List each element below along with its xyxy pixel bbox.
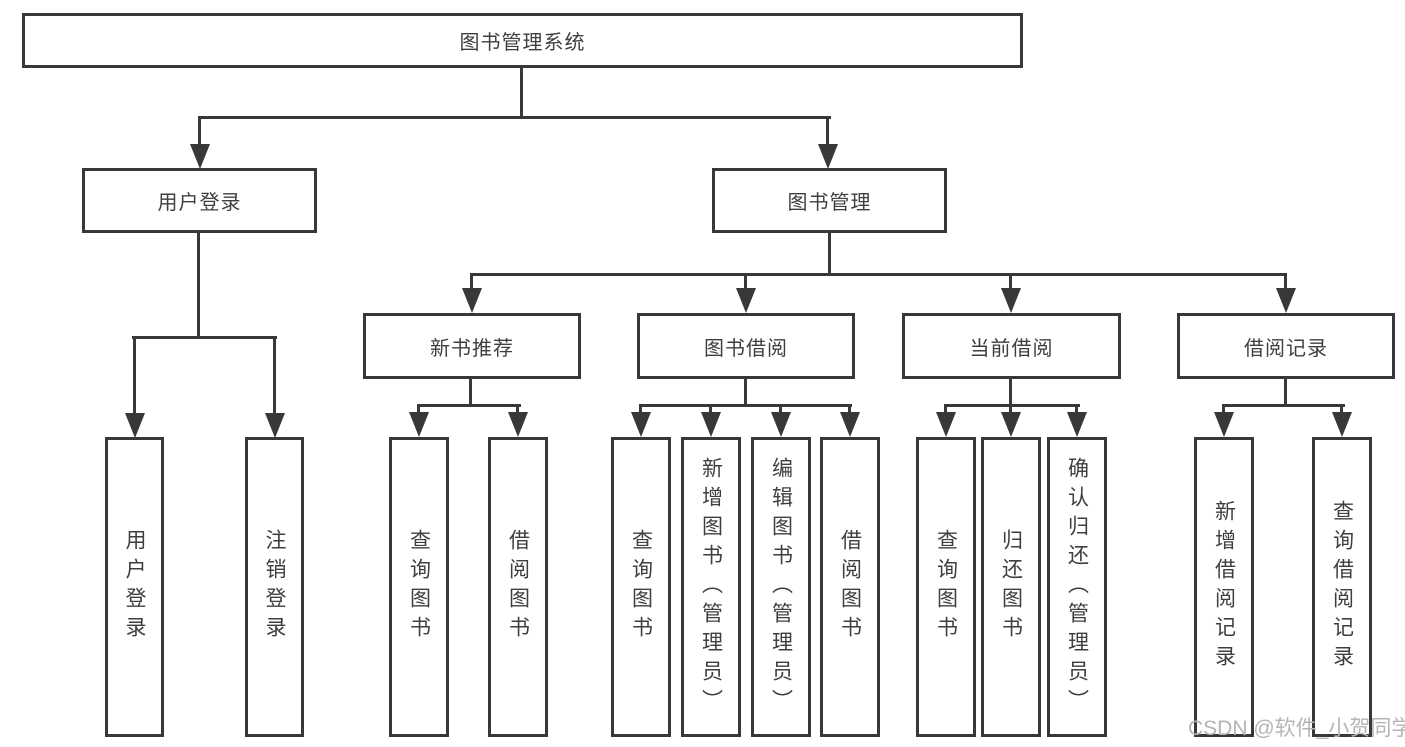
connector-arrow-line: [516, 406, 519, 416]
node-current-borrow: 当前借阅: [902, 313, 1121, 379]
leaf-search-book: 查询图书: [916, 437, 976, 737]
connector-branch: [1222, 404, 1345, 407]
arrow-down-icon: [631, 412, 651, 437]
connector-root-stem: [520, 67, 523, 118]
leaf-search-book: 查询图书: [611, 437, 671, 737]
leaf-search-borrow-record: 查询借阅记录: [1312, 437, 1372, 737]
connector-arrow-line: [1222, 406, 1225, 416]
connector-arrow-line: [1284, 275, 1287, 290]
leaf-label: 借阅图书: [506, 529, 530, 645]
node-label: 借阅记录: [1244, 337, 1328, 360]
connector-arrow-line: [198, 118, 201, 146]
leaf-add-borrow-record: 新增借阅记录: [1194, 437, 1254, 737]
connector-root-branch: [198, 116, 831, 119]
connector-arrow-line: [779, 406, 782, 416]
connector-arrow-line: [1009, 275, 1012, 290]
connector-stem: [744, 378, 747, 406]
connector-branch: [470, 273, 1287, 276]
connector-branch: [944, 404, 1080, 407]
connector-arrow-line: [273, 338, 276, 416]
arrow-down-icon: [1067, 412, 1087, 437]
arrow-down-icon: [265, 413, 285, 438]
node-root: 图书管理系统: [22, 13, 1023, 68]
leaf-return-book: 归还图书: [981, 437, 1041, 737]
leaf-borrow-book: 借阅图书: [488, 437, 548, 737]
arrow-down-icon: [936, 412, 956, 437]
node-root-label: 图书管理系统: [459, 32, 586, 54]
connector-arrow-line: [1009, 406, 1012, 416]
connector-arrow-line: [709, 406, 712, 416]
leaf-label: 查询借阅记录: [1330, 500, 1354, 674]
node-label: 图书借阅: [704, 337, 788, 360]
leaf-label: 新增图书（管理员）: [699, 456, 723, 718]
leaf-label: 新增借阅记录: [1212, 500, 1236, 674]
connector-stem: [1284, 378, 1287, 406]
connector-arrow-line: [133, 338, 136, 416]
leaf-borrow-book: 借阅图书: [820, 437, 880, 737]
leaf-label: 确认归还（管理员）: [1065, 456, 1089, 718]
connector-arrow-line: [826, 118, 829, 146]
leaf-confirm-return-admin: 确认归还（管理员）: [1047, 437, 1107, 737]
arrow-down-icon: [771, 412, 791, 437]
leaf-label: 查询图书: [629, 529, 653, 645]
connector-arrow-line: [848, 406, 851, 416]
connector-arrow-line: [470, 275, 473, 290]
arrow-down-icon: [1001, 412, 1021, 437]
node-label: 图书管理: [787, 192, 872, 214]
node-label: 用户登录: [157, 192, 242, 214]
arrow-down-icon: [508, 412, 528, 437]
node-label: 新书推荐: [430, 337, 514, 360]
leaf-label: 查询图书: [934, 529, 958, 645]
connector-stem: [469, 378, 472, 406]
connector-arrow-line: [1075, 406, 1078, 416]
connector-stem: [1009, 378, 1012, 406]
arrow-down-icon: [190, 144, 210, 169]
node-book-management: 图书管理: [712, 168, 947, 233]
arrow-down-icon: [840, 412, 860, 437]
leaf-user-login: 用户登录: [105, 437, 164, 737]
leaf-label: 借阅图书: [838, 529, 862, 645]
leaf-label: 用户登录: [123, 529, 147, 645]
connector-arrow-line: [744, 275, 747, 290]
csdn-watermark: CSDN @软件_小贺同学: [1188, 717, 1405, 740]
leaf-add-book-admin: 新增图书（管理员）: [681, 437, 741, 737]
connector-branch: [132, 336, 277, 339]
leaf-edit-book-admin: 编辑图书（管理员）: [751, 437, 811, 737]
arrow-down-icon: [701, 412, 721, 437]
connector-branch: [639, 404, 852, 407]
connector-stem: [197, 232, 200, 338]
arrow-down-icon: [1332, 412, 1352, 437]
node-new-book-recommend: 新书推荐: [363, 313, 581, 379]
leaf-label: 注销登录: [263, 529, 287, 645]
connector-stem: [828, 232, 831, 276]
connector-branch: [417, 404, 521, 407]
arrow-down-icon: [736, 288, 756, 313]
connector-arrow-line: [1340, 406, 1343, 416]
node-book-borrow: 图书借阅: [637, 313, 855, 379]
arrow-down-icon: [1276, 288, 1296, 313]
arrow-down-icon: [462, 288, 482, 313]
arrow-down-icon: [1001, 288, 1021, 313]
node-borrow-record: 借阅记录: [1177, 313, 1395, 379]
leaf-search-book: 查询图书: [389, 437, 449, 737]
connector-arrow-line: [944, 406, 947, 416]
connector-arrow-line: [639, 406, 642, 416]
arrow-down-icon: [409, 412, 429, 437]
leaf-label: 查询图书: [407, 529, 431, 645]
leaf-label: 编辑图书（管理员）: [769, 456, 793, 718]
leaf-label: 归还图书: [999, 529, 1023, 645]
arrow-down-icon: [818, 144, 838, 169]
node-label: 当前借阅: [969, 337, 1054, 360]
leaf-logout: 注销登录: [245, 437, 304, 737]
connector-arrow-line: [417, 406, 420, 416]
arrow-down-icon: [1214, 412, 1234, 437]
node-user-login: 用户登录: [82, 168, 317, 233]
arrow-down-icon: [125, 413, 145, 438]
